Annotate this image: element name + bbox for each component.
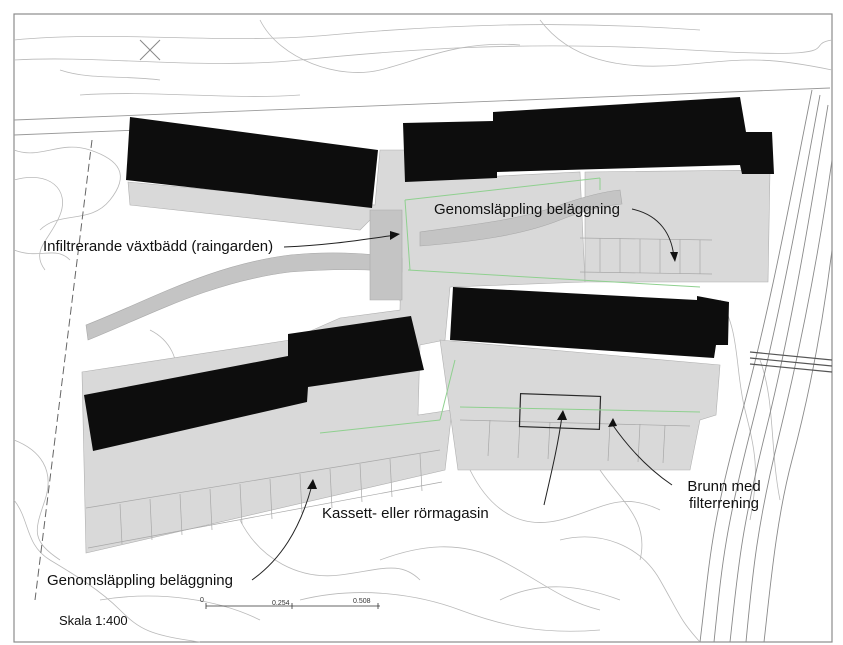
scale-tick-2: 0.508 <box>353 598 371 605</box>
survey-cross <box>139 39 161 61</box>
building-south-east <box>450 287 729 358</box>
label-well-filter: Brunn med filterrening <box>676 478 772 512</box>
label-well-line2: filterrening <box>688 495 760 512</box>
building-north-east <box>403 97 774 182</box>
label-raingarden: Infiltrerande växtbädd (raingarden) <box>43 238 274 255</box>
label-permeable-paving-top: Genomsläppling beläggning <box>434 201 620 218</box>
permeable-paving-stalls <box>85 237 713 549</box>
label-permeable-paving-bottom: Genomsläppling beläggning <box>47 572 233 589</box>
survey-lines <box>13 87 831 136</box>
railway-tracks <box>699 89 833 643</box>
buildings <box>84 97 774 451</box>
label-well-line1: Brunn med <box>687 478 761 495</box>
leader-arrowheads <box>307 231 678 489</box>
scale-bar <box>205 603 380 609</box>
railway-crossing <box>749 351 833 373</box>
stormwater-pipes <box>319 177 701 434</box>
label-cassette-magazine: Kassett- eller rörmagasin <box>322 505 489 522</box>
scale-tick-1: 0.254 <box>272 600 290 607</box>
building-north-west <box>126 117 378 208</box>
scale-tick-0: 0 <box>200 597 204 604</box>
cassette-magazine-outline <box>518 392 602 431</box>
building-south-west <box>84 316 424 451</box>
property-boundary <box>34 139 93 601</box>
leader-lines <box>251 208 675 581</box>
scale-title: Skala 1:400 <box>59 613 128 628</box>
